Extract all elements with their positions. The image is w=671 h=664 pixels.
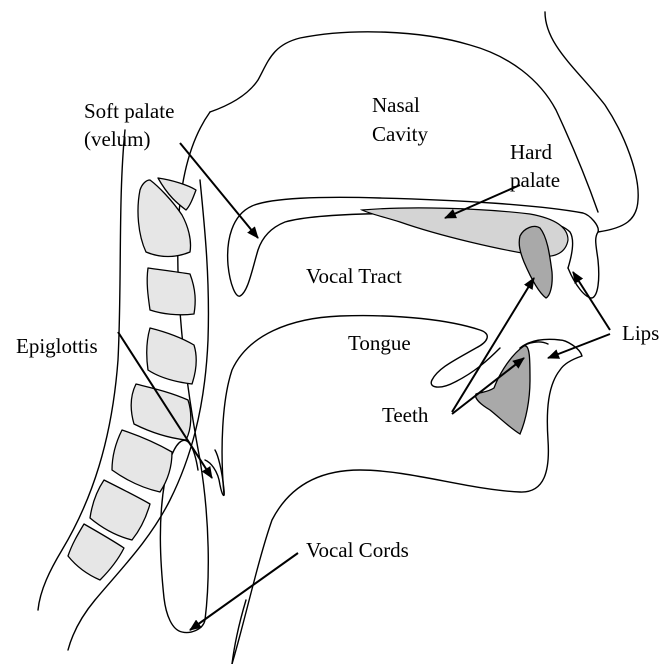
vertebra-7: [90, 480, 150, 540]
lips-arrow-lower: [548, 334, 610, 358]
label-teeth: Teeth: [382, 403, 429, 427]
nasal-cavity-outline: [228, 12, 639, 296]
label-nasal-line2: Cavity: [372, 122, 428, 146]
vertebra-4: [147, 328, 196, 384]
vertebra-6: [112, 430, 172, 492]
lips-arrow-upper: [573, 272, 610, 330]
label-hard-palate-line2: palate: [510, 168, 560, 192]
label-nasal-line1: Nasal: [372, 93, 420, 117]
vertebra-3: [147, 268, 195, 315]
label-vocal-cords: Vocal Cords: [306, 538, 409, 562]
label-vocal-tract: Vocal Tract: [306, 264, 402, 288]
label-lips: Lips: [622, 321, 659, 345]
label-soft-palate-line2: (velum): [84, 127, 150, 151]
label-epiglottis: Epiglottis: [16, 334, 98, 358]
label-tongue: Tongue: [348, 331, 411, 355]
vertebrae: [68, 178, 196, 580]
label-hard-palate-line1: Hard: [510, 140, 552, 164]
label-soft-palate-line1: Soft palate: [84, 99, 174, 123]
